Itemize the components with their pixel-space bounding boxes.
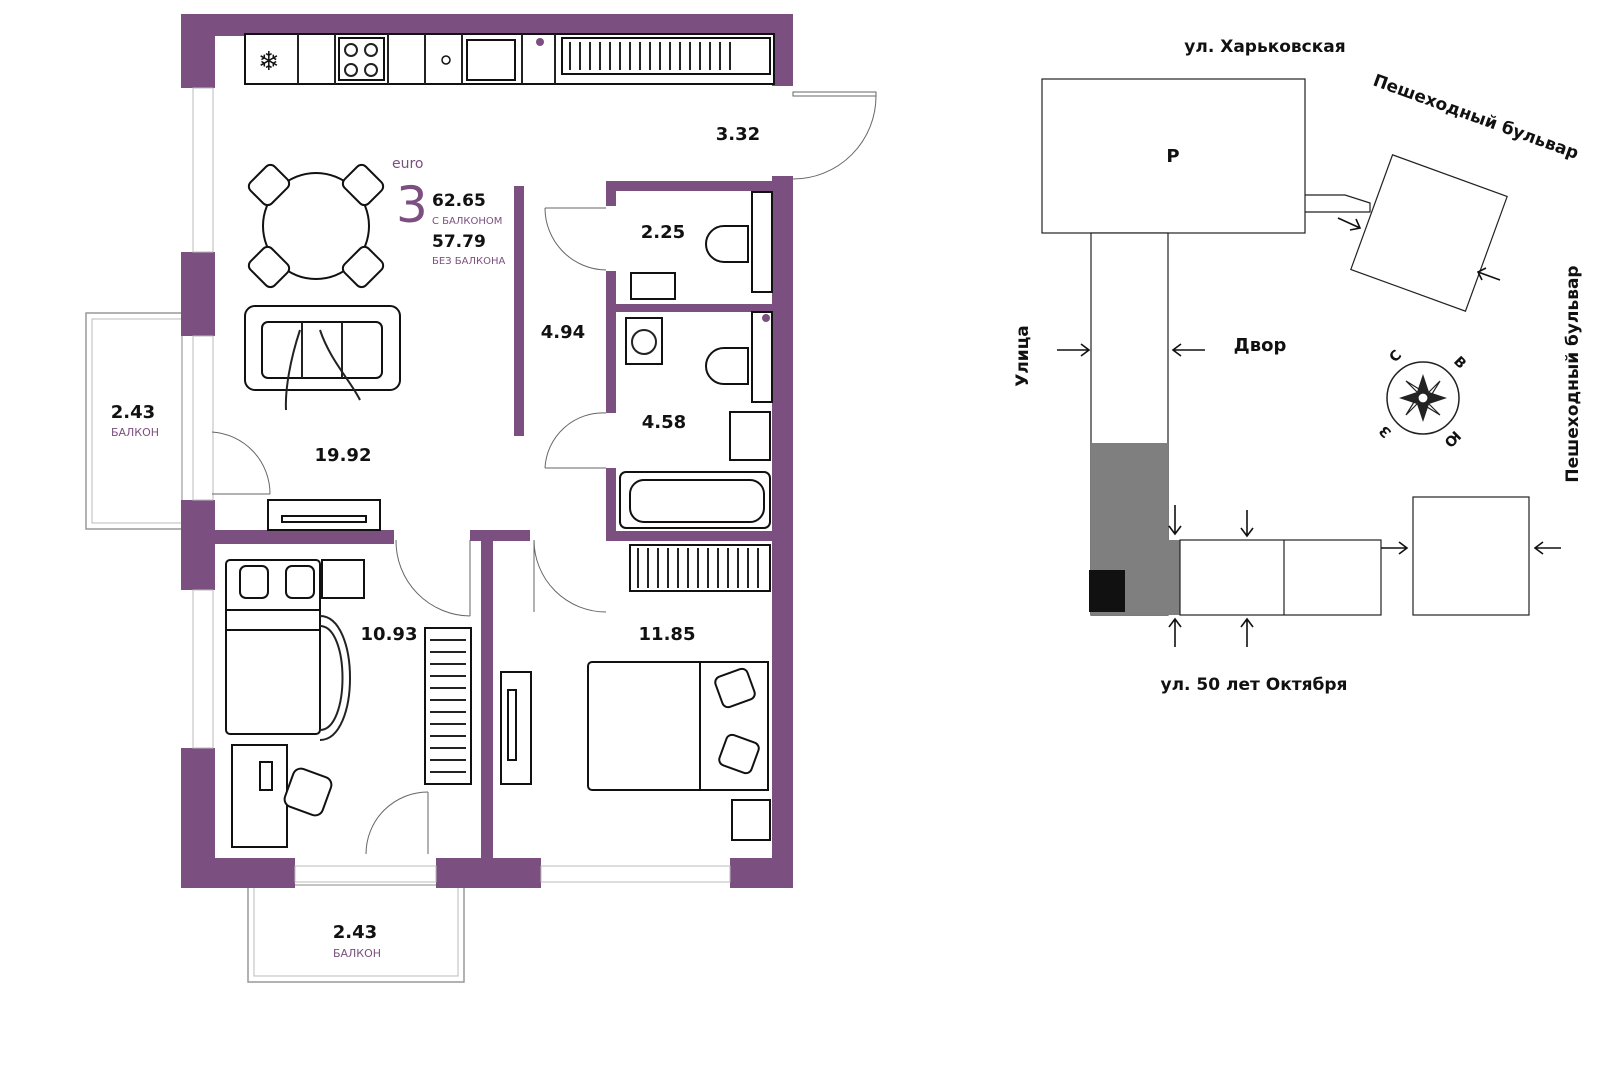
compass-west: З: [1376, 422, 1394, 440]
compass-east: В: [1450, 354, 1469, 373]
street-left: Улица: [1013, 325, 1033, 387]
area-balcony-left: 2.43: [111, 402, 155, 423]
compass-south: Ю: [1441, 427, 1464, 450]
bedroom-right-furniture: [500, 544, 771, 841]
interior-walls: [212, 181, 776, 858]
freezer-icon: ❄: [258, 47, 280, 77]
area-living: 19.92: [315, 445, 372, 466]
boulevard-building: [1350, 154, 1508, 312]
tv-unit: [267, 499, 381, 531]
area-bath-small: 2.25: [641, 222, 685, 243]
floor-plan: ❄: [85, 14, 877, 983]
parking-label: Р: [1166, 146, 1179, 167]
boulevard-connector: [1305, 194, 1371, 213]
area-without-balcony: 57.79: [432, 232, 486, 252]
street-top: ул. Харьковская: [1184, 37, 1345, 57]
compass-icon: [1386, 361, 1460, 435]
entrance-arrows: [1057, 217, 1561, 647]
sofa: [244, 305, 401, 411]
site-plan: Р С В Ю: [1013, 37, 1583, 695]
doors: [211, 91, 877, 855]
area-bedroom-left: 10.93: [361, 624, 418, 645]
apartment-type-label: euro: [392, 156, 424, 172]
compass-north: С: [1387, 347, 1406, 366]
balcony-bottom: [247, 884, 465, 983]
area-balcony-bottom: 2.43: [333, 922, 377, 943]
area-bedroom-right: 11.85: [639, 624, 696, 645]
current-section-corner: [1168, 540, 1180, 615]
street-bottom: ул. 50 лет Октября: [1161, 675, 1348, 695]
apartment-summary: euro 3 62.65 С БАЛКОНОМ 57.79 БЕЗ БАЛКОН…: [392, 156, 505, 267]
area-bath-large: 4.58: [642, 412, 686, 433]
label-balcony-bottom: БАЛКОН: [333, 947, 381, 960]
apartment-room-count: 3: [396, 176, 428, 234]
label-balcony-left: БАЛКОН: [111, 426, 159, 439]
label-without-balcony: БЕЗ БАЛКОНА: [432, 256, 505, 267]
area-corridor: 4.94: [541, 322, 585, 343]
tower-marker: [1089, 570, 1125, 612]
building-horizontal: [1179, 539, 1382, 616]
bedroom-left-furniture: [225, 559, 472, 848]
area-with-balcony: 62.65: [432, 191, 486, 211]
area-hall: 3.32: [716, 124, 760, 145]
bathroom-large-fixtures: [619, 311, 773, 529]
yard-label: Двор: [1234, 335, 1287, 356]
dining-table: [247, 163, 385, 289]
parking-block: [1041, 78, 1306, 234]
windows: [192, 87, 731, 883]
boulevard-right: Пешеходный бульвар: [1563, 265, 1583, 482]
bathroom-small-fixtures: [630, 191, 773, 300]
balcony-left: [85, 312, 183, 530]
boulevard-top: Пешеходный бульвар: [1370, 71, 1581, 164]
kitchen: ❄: [244, 33, 775, 85]
label-with-balcony: С БАЛКОНОМ: [432, 216, 502, 227]
building-right: [1412, 496, 1530, 616]
outer-walls: [181, 14, 793, 888]
